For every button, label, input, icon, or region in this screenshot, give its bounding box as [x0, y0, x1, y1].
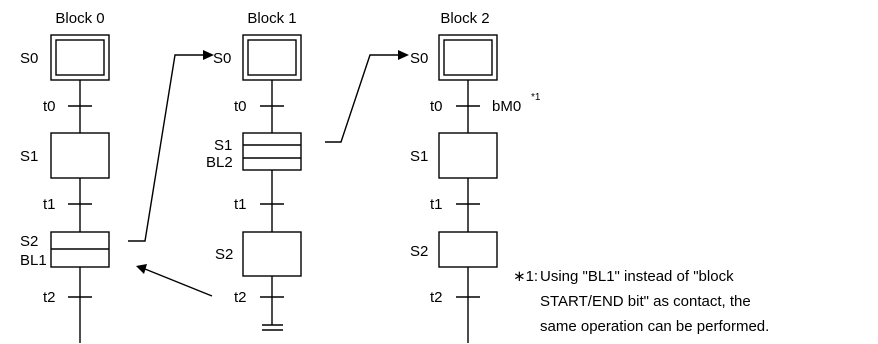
arrow-block0-to-block1 — [128, 54, 205, 242]
block-0-transition-label-t0: t0 — [43, 98, 56, 115]
block-2-initial-step — [438, 34, 498, 81]
block-1-initial-step-inner — [247, 39, 297, 76]
block-1-step-s2 — [242, 231, 302, 277]
block-2-step-label-s1: S1 — [410, 148, 428, 165]
block-2-transition-label-t0: t0 — [430, 98, 443, 115]
arrow-return-to-block0-head — [136, 264, 147, 274]
block-2-transition-condition: bM0 — [492, 98, 521, 115]
block-1-step-s1-bl2 — [242, 132, 302, 171]
block-1-step-sublabel-bl2: BL2 — [206, 154, 233, 171]
block-0-step-label-s2: S2 — [20, 233, 38, 250]
block-0-transition-label-t2: t2 — [43, 289, 56, 306]
footnote: ∗1: Using "BL1" instead of "block START/… — [513, 268, 769, 335]
block-2-title: Block 2 — [440, 10, 489, 27]
arrow-block0-to-block1-head — [203, 50, 214, 60]
block-1-step-label-s1: S1 — [214, 137, 232, 154]
block-0-step-label-s0: S0 — [20, 50, 38, 67]
block-0-title: Block 0 — [55, 10, 104, 27]
block-2-step-label-s2: S2 — [410, 243, 428, 260]
arrow-block1-to-block2 — [325, 54, 400, 143]
block-2-step-s1 — [438, 132, 498, 179]
block-1-transition-label-t1: t1 — [234, 196, 247, 213]
block-2-transition-label-t1: t1 — [430, 196, 443, 213]
block-2-transition-note-ref: *1 — [531, 92, 541, 103]
block-0-step-sublabel-bl1: BL1 — [20, 252, 47, 269]
block-0-transition-label-t1: t1 — [43, 196, 56, 213]
block-2-transition-label-t2: t2 — [430, 289, 443, 306]
footnote-line: same operation can be performed. — [540, 318, 769, 335]
block-1: Block 1 S0 t0 S1 BL2 t1 S2 t2 — [206, 10, 302, 331]
block-0-step-s1 — [50, 132, 110, 179]
block-2-initial-step-inner — [443, 39, 493, 76]
block-1-title: Block 1 — [247, 10, 296, 27]
block-0-initial-step-inner — [55, 39, 105, 76]
block-2-step-s2 — [438, 231, 498, 268]
block-1-transition-label-t0: t0 — [234, 98, 247, 115]
block-1-step-label-s0: S0 — [213, 50, 231, 67]
footnote-marker: ∗1: — [513, 268, 538, 285]
block-0-step-label-s1: S1 — [20, 148, 38, 165]
block-2: Block 2 S0 t0 bM0 *1 S1 t1 S2 t2 — [410, 10, 541, 343]
footnote-line: Using "BL1" instead of "block — [540, 268, 734, 285]
block-1-initial-step — [242, 34, 302, 81]
block-0-initial-step — [50, 34, 110, 81]
block-2-step-label-s0: S0 — [410, 50, 428, 67]
arrow-block1-to-block2-head — [398, 50, 409, 60]
block-1-transition-label-t2: t2 — [234, 289, 247, 306]
block-0: Block 0 S0 t0 S1 t1 S2 BL1 t2 — [20, 10, 110, 343]
block-1-step-label-s2: S2 — [215, 246, 233, 263]
footnote-line: START/END bit" as contact, the — [540, 293, 751, 310]
arrow-return-to-block0 — [144, 268, 213, 297]
